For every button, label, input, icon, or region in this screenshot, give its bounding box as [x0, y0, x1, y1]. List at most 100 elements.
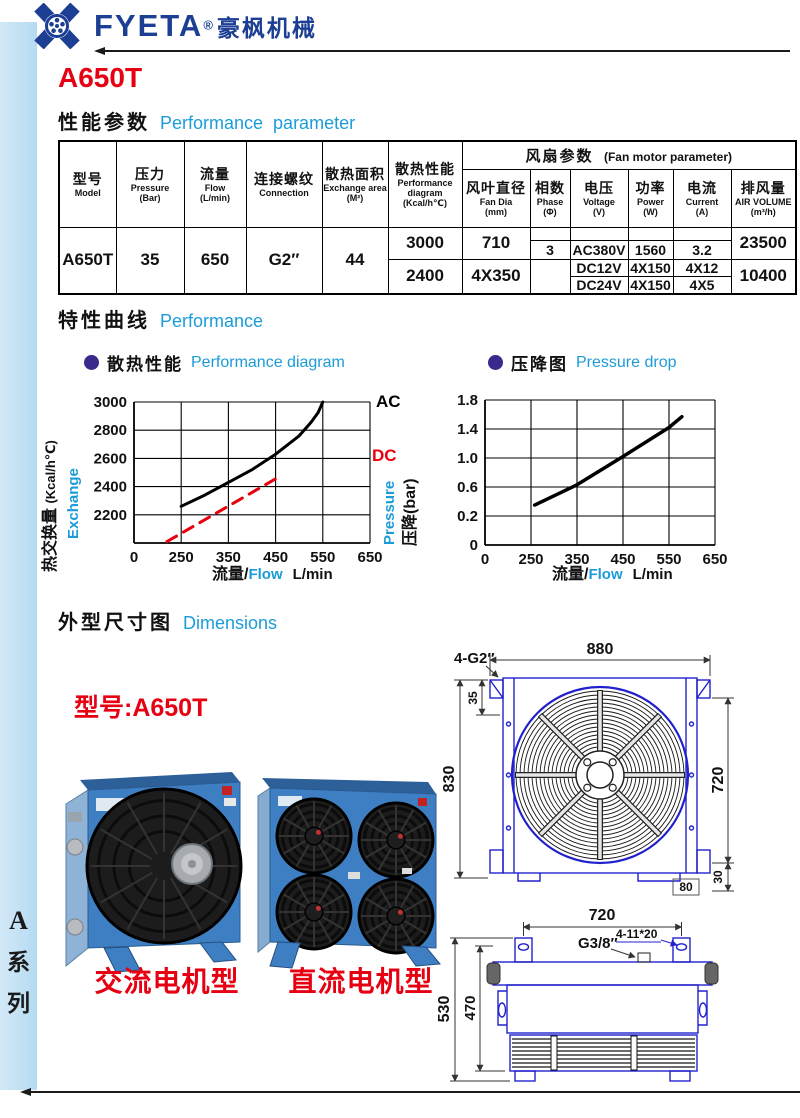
chart1-series-ac-label: AC: [376, 392, 401, 411]
svg-text:350: 350: [564, 551, 589, 568]
dimension-drawing-side: 720 G3/8″ 4-11*20 530 470: [436, 907, 719, 1082]
cell-fan-dia-dc: 4X350: [461, 258, 531, 295]
col-connection-zh: 连接螺纹: [254, 171, 314, 188]
footer-rule: [20, 1088, 800, 1096]
cell-power-blank: [627, 226, 674, 241]
svg-text:250: 250: [169, 549, 194, 566]
cell-current-ac: 3.2: [672, 239, 732, 260]
col-connection-en: Connection: [259, 188, 309, 199]
bullet-icon: [488, 355, 503, 370]
svg-text:0: 0: [470, 537, 478, 554]
side-end-cap-right: [704, 962, 719, 985]
cell-power-dc12: 4X150: [627, 258, 674, 277]
cell-perf-dc: 2400: [387, 258, 463, 295]
section-curves: 特性曲线 Performance: [58, 304, 263, 333]
dim-side-port: G3/8″: [578, 935, 618, 952]
cell-air-ac: 23500: [730, 226, 797, 260]
col-header-power: 功率 Power (W): [627, 168, 674, 228]
brand-name: FYETA: [94, 8, 204, 43]
svg-text:650: 650: [357, 549, 382, 566]
dimension-drawing-front: 880 830 35 720 30 80 4-G2″: [441, 641, 734, 896]
brand-name-block: FYETA®豪枫机械: [94, 9, 317, 43]
fin-dividers: [550, 1035, 638, 1071]
col-header-voltage: 电压 Voltage (V): [569, 168, 629, 228]
svg-text:1.0: 1.0: [457, 450, 478, 467]
col-air-en: AIR VOLUME: [734, 197, 792, 208]
cell-phase-dc-blank: [529, 258, 571, 295]
series-char-2: 列: [7, 990, 30, 1016]
chart1-title-zh: 散热性能: [107, 355, 183, 374]
col-area-unit: (M²): [346, 193, 364, 204]
dim-side-core-height: 470: [462, 995, 479, 1020]
svg-text:450: 450: [263, 549, 288, 566]
col-pressure-zh: 压力: [135, 166, 165, 183]
svg-text:0.2: 0.2: [457, 508, 478, 525]
col-phase-zh: 相数: [535, 180, 565, 197]
dim-front-port: 4-G2″: [454, 650, 495, 667]
svg-text:1.8: 1.8: [457, 392, 478, 409]
section-performance-parameter-zh: 性能参数: [58, 112, 150, 134]
col-header-performance: 散热性能 Performance diagram (Kcal/h℃): [387, 140, 463, 228]
fan-group-zh: 风扇参数: [525, 147, 594, 165]
chart1-ylabel-en: Exchange: [65, 468, 82, 539]
chart2-xlabel-en: Flow: [588, 566, 623, 583]
chart1-ylabel-zh: 热交换量: [42, 507, 59, 572]
col-air-unit: (m³/h): [750, 207, 776, 217]
brand-registered-mark: ®: [203, 17, 213, 33]
chart1-xlabel-unit: L/min: [292, 566, 333, 583]
svg-text:2200: 2200: [94, 507, 127, 524]
cell-model: A650T: [58, 226, 117, 295]
col-flow-unit: (L/min): [200, 193, 230, 204]
svg-text:2600: 2600: [94, 450, 127, 467]
col-header-air-volume: 排风量 AIR VOLUME (m³/h): [730, 168, 797, 228]
dimension-lines: [454, 655, 734, 896]
chart1-series-dc-label: DC: [372, 446, 397, 465]
spec-table: 型号 Model 压力 Pressure (Bar) 流量 Flow (L/mi…: [58, 140, 797, 295]
cell-phase: 3: [529, 239, 571, 260]
col-fan-dia-en: Fan Dia: [479, 197, 513, 208]
dim-front-foot-height: 30: [711, 870, 725, 884]
dim-side-width: 720: [589, 907, 616, 924]
col-header-connection: 连接螺纹 Connection: [245, 140, 323, 228]
svg-text:350: 350: [216, 549, 241, 566]
product-photo-dc: [257, 778, 441, 969]
svg-text:2400: 2400: [94, 479, 127, 496]
photo-label-ac: 交流电机型: [94, 966, 240, 997]
col-flow-en: Flow: [204, 183, 226, 194]
dc-fans: [275, 797, 435, 955]
col-voltage-unit: (V): [593, 207, 605, 217]
fan-group-en: (Fan motor parameter): [603, 149, 732, 164]
svg-text:0: 0: [481, 551, 489, 568]
cell-voltage-ac: AC380V: [569, 239, 629, 260]
chart1-ylabel: 热交换量 (Kcal/h℃): [36, 440, 60, 572]
section-curves-zh: 特性曲线: [58, 310, 150, 332]
side-end-cap-left: [486, 962, 501, 985]
product-photo-ac: [65, 772, 243, 973]
svg-text:1.4: 1.4: [457, 421, 479, 438]
dimensions-model-label: 型号:A650T: [74, 694, 208, 722]
section-dimensions-en: Dimensions: [183, 613, 278, 633]
section-curves-en: Performance: [160, 311, 264, 331]
dimension-lines: [450, 922, 683, 1082]
chart1-xlabel-en: Flow: [248, 566, 283, 583]
svg-text:3000: 3000: [94, 394, 127, 411]
ac-fan: [85, 787, 243, 945]
series-char-1: 系: [7, 949, 30, 975]
col-perf-unit: (Kcal/h℃): [403, 198, 447, 209]
col-area-zh: 散热面积: [325, 166, 385, 183]
cell-voltage-dc12: DC12V: [569, 258, 629, 277]
chart1-title-en: Performance diagram: [191, 353, 345, 371]
svg-text:650: 650: [702, 551, 727, 568]
cell-connection: G2″: [245, 226, 323, 295]
svg-text:0: 0: [130, 549, 138, 566]
col-perf-en: Performance diagram: [397, 178, 453, 199]
cell-power-ac: 1560: [627, 239, 674, 260]
page-title-model: A650T: [58, 62, 143, 93]
svg-text:250: 250: [518, 551, 543, 568]
col-pressure-unit: (Bar): [139, 193, 161, 204]
col-power-en: Power: [636, 197, 664, 208]
